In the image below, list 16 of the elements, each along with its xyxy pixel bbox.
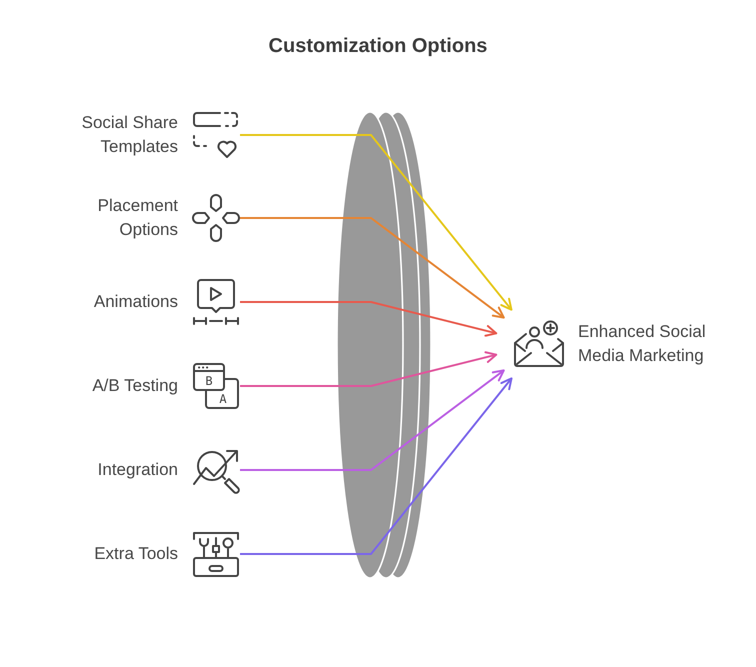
icon-letter: A bbox=[219, 393, 227, 405]
icon-letter: B bbox=[205, 375, 213, 387]
arrow bbox=[240, 301, 498, 337]
diagram-title: Customization Options bbox=[268, 34, 488, 59]
arrow bbox=[240, 377, 513, 555]
arrow bbox=[240, 217, 505, 319]
node-label: Placement Options bbox=[96, 195, 178, 241]
arrow bbox=[240, 351, 498, 387]
node-label: A/B Testing bbox=[92, 375, 178, 397]
arrow bbox=[240, 369, 505, 471]
node-label: Integration bbox=[98, 459, 178, 481]
node-label: Animations bbox=[94, 291, 178, 313]
node-label: Extra Tools bbox=[94, 543, 178, 565]
node-label: Enhanced Social Media Marketing bbox=[578, 321, 707, 367]
node-label: Social Share Templates bbox=[80, 112, 178, 158]
arrow bbox=[240, 134, 512, 311]
